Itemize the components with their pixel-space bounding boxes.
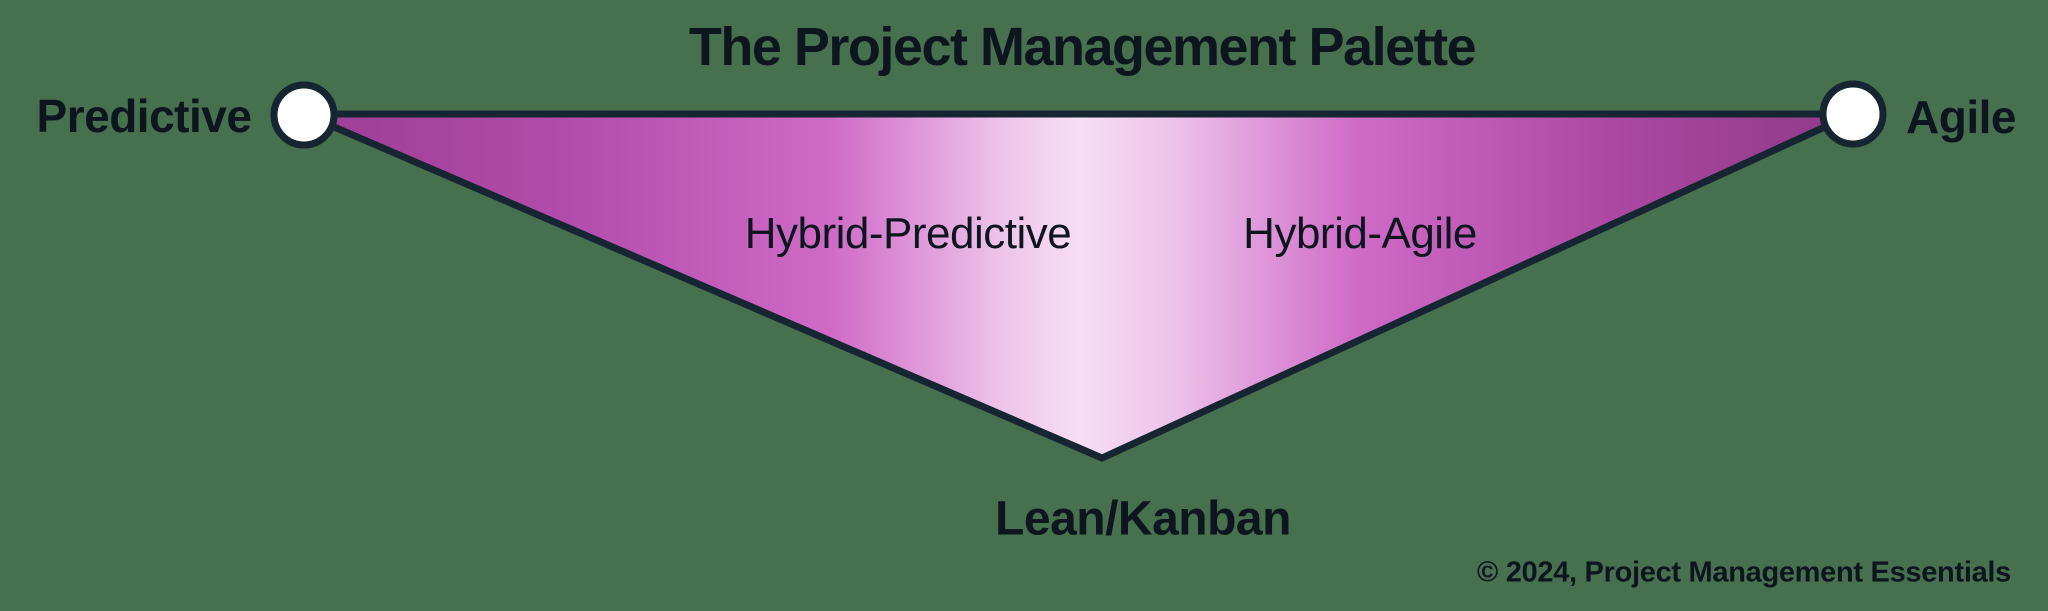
label-agile: Agile (1906, 91, 2016, 143)
label-lean-kanban: Lean/Kanban (995, 492, 1291, 546)
label-hybrid-agile: Hybrid-Agile (1243, 209, 1477, 258)
palette-triangle (302, 110, 1855, 462)
predictive-endpoint-circle-icon (270, 81, 338, 149)
agile-endpoint-circle-icon (1819, 80, 1887, 148)
page-title: The Project Management Palette (688, 17, 1477, 77)
copyright-notice: © 2024, Project Management Essentials (1476, 556, 2011, 589)
label-predictive: Predictive (36, 90, 252, 142)
label-hybrid-predictive: Hybrid-Predictive (744, 209, 1072, 258)
